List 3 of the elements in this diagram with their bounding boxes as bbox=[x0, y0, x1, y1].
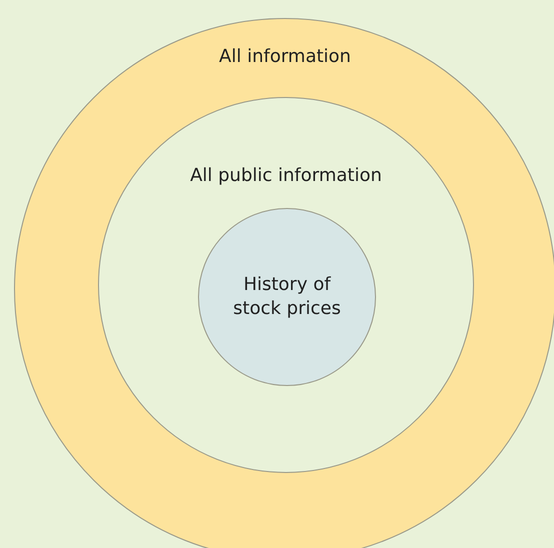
region-label: All public information bbox=[189, 164, 383, 188]
region-label: All information bbox=[218, 45, 352, 69]
region-label: History of stock prices bbox=[232, 273, 342, 321]
